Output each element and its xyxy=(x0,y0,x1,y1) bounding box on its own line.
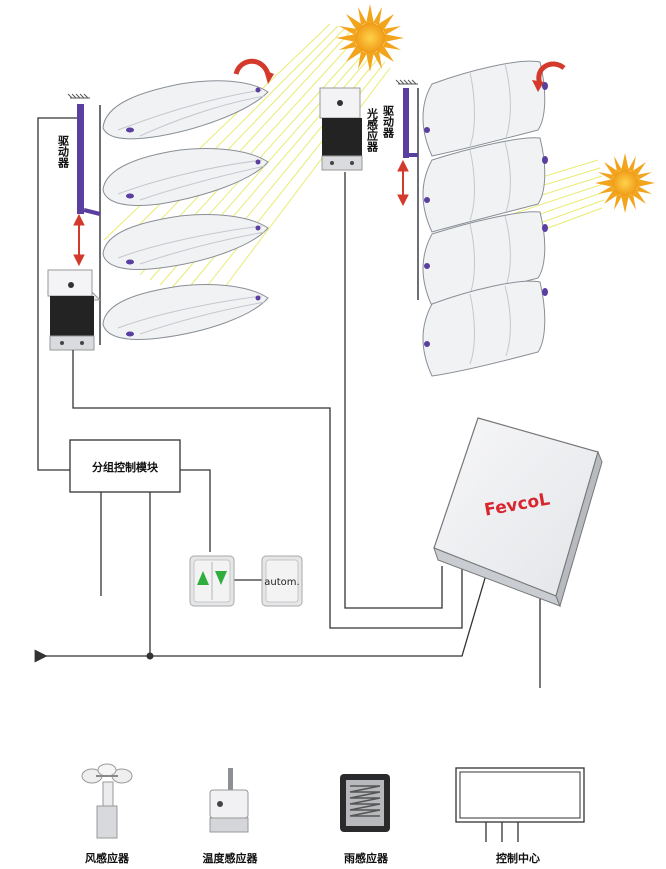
light-sensor-label: 光感应器 xyxy=(366,107,380,153)
sun-icon xyxy=(595,153,655,213)
louver-blade xyxy=(422,60,548,157)
sun-left xyxy=(103,4,404,305)
right-louver-assembly: 驱动器 xyxy=(382,60,566,377)
group-control-module: 分组控制模块 xyxy=(69,439,181,493)
arrow-down-icon xyxy=(215,571,227,585)
louver-blade xyxy=(102,214,269,270)
actuator-left xyxy=(77,104,84,214)
mount-hatch-left xyxy=(67,93,90,99)
group-control-module-label: 分组控制模块 xyxy=(92,460,159,474)
left-louver-assembly: 驱动器 xyxy=(46,58,274,351)
sun-icon xyxy=(336,4,404,72)
rain-sensor-icon xyxy=(340,774,390,832)
fevcol-control-box: FevcoL xyxy=(433,417,603,608)
louver-blade xyxy=(422,280,548,377)
louver-blade xyxy=(422,137,548,233)
auto-switch-label: autom. xyxy=(264,577,299,588)
actuator-right-label: 驱动器 xyxy=(382,105,396,139)
actuator-right xyxy=(403,88,409,158)
rotation-arrow-left xyxy=(233,58,274,84)
temperature-sensor-label: 温度感应器 xyxy=(203,851,259,865)
rain-sensor: 雨感应器 xyxy=(340,774,390,865)
rotation-arrow-right xyxy=(532,61,566,92)
wind-sensor: 风感应器 xyxy=(81,763,133,865)
control-center: 控制中心 xyxy=(455,767,585,865)
arrow-up-icon xyxy=(197,571,209,585)
temperature-sensor-icon xyxy=(209,768,249,833)
temperature-sensor: 温度感应器 xyxy=(203,768,259,865)
rain-sensor-label: 雨感应器 xyxy=(344,851,389,865)
louver-blade xyxy=(102,148,269,206)
wind-sensor-icon xyxy=(81,763,133,839)
louver-blade xyxy=(102,80,269,140)
auto-switch: autom. xyxy=(261,555,303,607)
control-center-label: 控制中心 xyxy=(496,851,540,865)
control-center-icon xyxy=(455,767,585,842)
wiring xyxy=(34,117,541,688)
light-sensor: 光感应器 xyxy=(319,87,380,171)
louver-blade xyxy=(102,284,269,340)
up-down-switch xyxy=(189,555,235,607)
motor-box-left xyxy=(46,269,102,351)
movement-arrow-right xyxy=(397,159,409,207)
wind-sensor-label: 风感应器 xyxy=(85,851,130,865)
movement-arrow-left xyxy=(73,213,85,267)
mount-hatch-right xyxy=(395,79,418,85)
actuator-left-label: 驱动器 xyxy=(57,135,71,169)
